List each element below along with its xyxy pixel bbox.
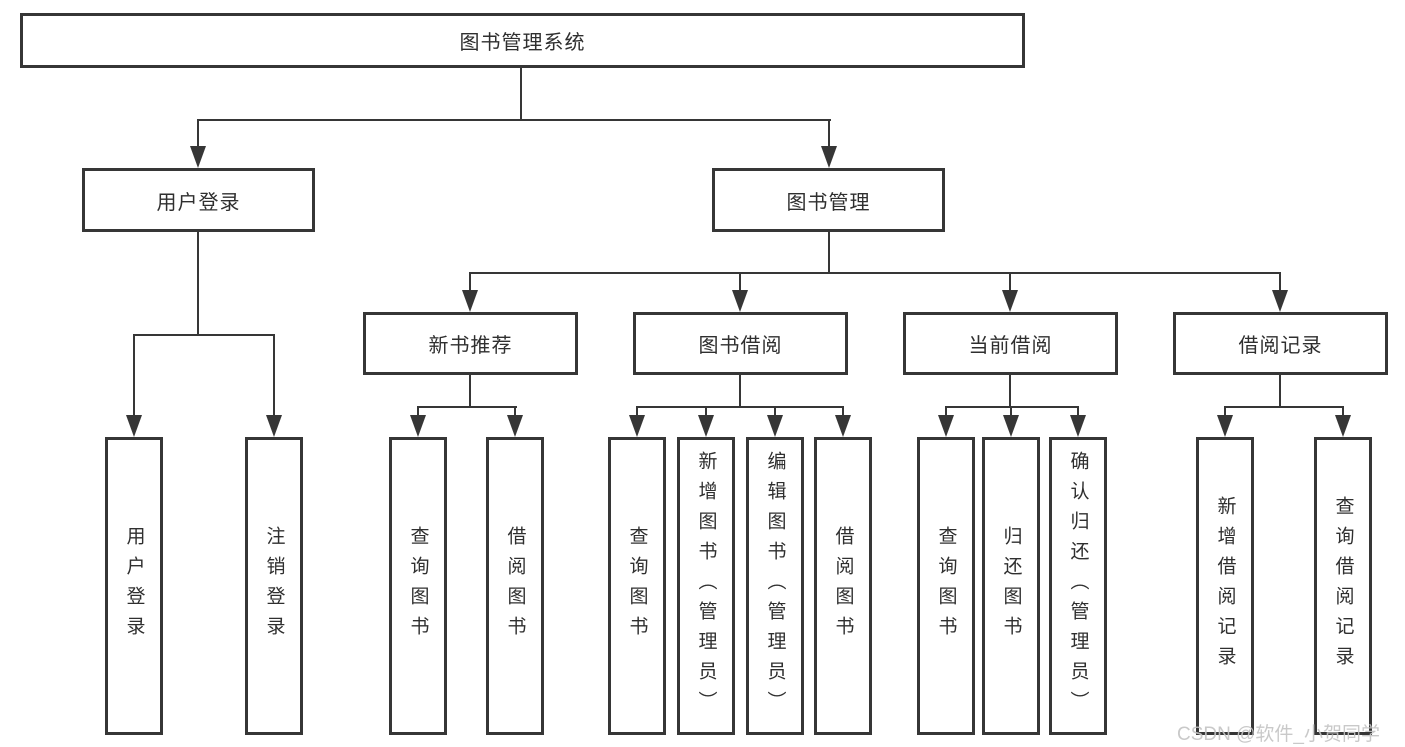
arrowhead-icon [767, 415, 783, 437]
leaf-add-book-admin-label: 新增图书（管理员） [695, 451, 717, 721]
arrowhead-icon [507, 415, 523, 437]
node-book-management-label: 图书管理 [786, 191, 871, 214]
arrowhead-icon [126, 415, 142, 437]
leaf-confirm-return-admin: 确认归还（管理员） [1049, 437, 1107, 735]
leaf-query-book-borrow: 查询图书 [608, 437, 666, 735]
connector-level2-rail [197, 119, 831, 121]
arrowhead-icon [1070, 415, 1086, 437]
leaf-query-book-newbook-label: 查询图书 [407, 526, 429, 646]
connector-drop [273, 334, 275, 417]
node-current-borrow: 当前借阅 [903, 312, 1118, 375]
connector-drop [828, 119, 830, 148]
arrowhead-icon [410, 415, 426, 437]
connector-user-login-rail [133, 334, 275, 336]
arrowhead-icon [190, 146, 206, 168]
leaf-logout-label: 注销登录 [263, 526, 285, 646]
connector-drop [1009, 272, 1011, 292]
arrowhead-icon [698, 415, 714, 437]
leaf-borrow-book-newbook: 借阅图书 [486, 437, 544, 735]
connector-drop [842, 406, 844, 417]
leaf-logout: 注销登录 [245, 437, 303, 735]
connector-drop [514, 406, 516, 417]
connector-drop [417, 406, 419, 417]
arrowhead-icon [629, 415, 645, 437]
connector-book-mgmt-stem [828, 232, 830, 274]
csdn-watermark: CSDN @软件_小贺同学 [1177, 724, 1380, 745]
connector-drop [469, 272, 471, 292]
node-root: 图书管理系统 [20, 13, 1025, 68]
arrowhead-icon [266, 415, 282, 437]
connector-level3-rail [469, 272, 1281, 274]
arrowhead-icon [732, 290, 748, 312]
node-book-borrow-label: 图书借阅 [698, 335, 783, 357]
node-borrow-record: 借阅记录 [1173, 312, 1388, 375]
connector-drop [1224, 406, 1226, 417]
node-user-login: 用户登录 [82, 168, 315, 232]
leaf-query-book-current: 查询图书 [917, 437, 975, 735]
connector-drop [133, 334, 135, 417]
leaf-return-book: 归还图书 [982, 437, 1040, 735]
node-root-label: 图书管理系统 [459, 32, 586, 54]
leaf-query-book-current-label: 查询图书 [935, 526, 957, 646]
connector-new-book-rail [417, 406, 517, 408]
connector-new-book-stem [469, 375, 471, 408]
arrowhead-icon [821, 146, 837, 168]
arrowhead-icon [938, 415, 954, 437]
connector-book-borrow-stem [739, 375, 741, 408]
connector-drop [1010, 406, 1012, 417]
connector-drop [1342, 406, 1344, 417]
leaf-borrow-book: 借阅图书 [814, 437, 872, 735]
node-book-management: 图书管理 [712, 168, 945, 232]
leaf-edit-book-admin: 编辑图书（管理员） [746, 437, 804, 735]
leaf-borrow-book-label: 借阅图书 [832, 526, 854, 646]
arrowhead-icon [1217, 415, 1233, 437]
connector-drop [197, 119, 199, 148]
connector-borrow-record-rail [1224, 406, 1344, 408]
leaf-add-borrow-record: 新增借阅记录 [1196, 437, 1254, 735]
arrowhead-icon [1272, 290, 1288, 312]
leaf-edit-book-admin-label: 编辑图书（管理员） [764, 451, 786, 721]
node-current-borrow-label: 当前借阅 [968, 335, 1053, 357]
node-book-borrow: 图书借阅 [633, 312, 848, 375]
connector-root-stem [520, 68, 522, 121]
leaf-query-book-newbook: 查询图书 [389, 437, 447, 735]
connector-drop [636, 406, 638, 417]
connector-borrow-record-stem [1279, 375, 1281, 408]
leaf-return-book-label: 归还图书 [1000, 526, 1022, 646]
node-new-book-recommend-label: 新书推荐 [428, 335, 513, 357]
connector-drop [739, 272, 741, 292]
connector-drop [945, 406, 947, 417]
leaf-add-borrow-record-label: 新增借阅记录 [1214, 496, 1236, 676]
arrowhead-icon [1002, 290, 1018, 312]
leaf-query-borrow-record: 查询借阅记录 [1314, 437, 1372, 735]
leaf-user-login: 用户登录 [105, 437, 163, 735]
connector-current-borrow-stem [1009, 375, 1011, 408]
arrowhead-icon [1003, 415, 1019, 437]
connector-drop [1279, 272, 1281, 292]
node-user-login-label: 用户登录 [156, 191, 241, 214]
arrowhead-icon [1335, 415, 1351, 437]
connector-user-login-stem [197, 232, 199, 336]
leaf-add-book-admin: 新增图书（管理员） [677, 437, 735, 735]
connector-current-borrow-rail [945, 406, 1079, 408]
arrowhead-icon [462, 290, 478, 312]
connector-drop [774, 406, 776, 417]
node-borrow-record-label: 借阅记录 [1238, 335, 1323, 357]
connector-book-borrow-rail [636, 406, 844, 408]
connector-drop [705, 406, 707, 417]
leaf-borrow-book-newbook-label: 借阅图书 [504, 526, 526, 646]
leaf-query-book-borrow-label: 查询图书 [626, 526, 648, 646]
leaf-query-borrow-record-label: 查询借阅记录 [1332, 496, 1354, 676]
connector-drop [1077, 406, 1079, 417]
leaf-confirm-return-admin-label: 确认归还（管理员） [1067, 451, 1089, 721]
node-new-book-recommend: 新书推荐 [363, 312, 578, 375]
arrowhead-icon [835, 415, 851, 437]
leaf-user-login-label: 用户登录 [123, 526, 145, 646]
